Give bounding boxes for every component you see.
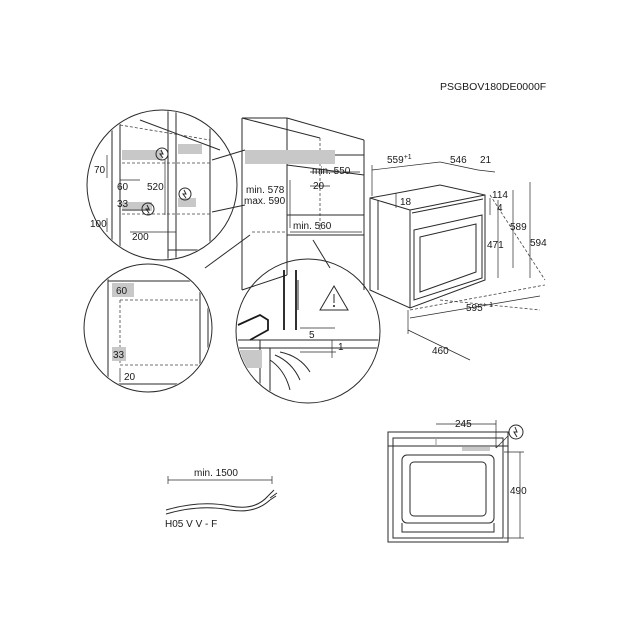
dim-70: 70 bbox=[94, 165, 106, 176]
dim-546: 546 bbox=[450, 155, 467, 166]
detail-circle-top: 70 60 520 33 100 200 bbox=[86, 109, 238, 261]
dim-33: 33 bbox=[117, 199, 129, 210]
dim-594: 594 bbox=[530, 238, 547, 249]
power-plug-icon bbox=[155, 147, 169, 161]
dim-460: 460 bbox=[432, 346, 449, 357]
dim-595: 595+-1 bbox=[466, 302, 493, 314]
dim-520: 520 bbox=[147, 182, 164, 193]
dim-589: 589 bbox=[510, 222, 527, 233]
dim-33-left: 33 bbox=[113, 350, 125, 361]
oven-front-view bbox=[387, 420, 524, 543]
cable-type: H05 V V - F bbox=[165, 519, 217, 530]
cable-drawing bbox=[165, 476, 278, 515]
dim-max-590: max. 590 bbox=[244, 196, 286, 207]
dim-471: 471 bbox=[487, 240, 504, 251]
dim-min-560: min. 560 bbox=[293, 221, 332, 232]
dim-245: 245 bbox=[455, 419, 472, 430]
dim-60-left: 60 bbox=[116, 286, 128, 297]
dim-114: 114 bbox=[492, 190, 508, 201]
dim-18: 18 bbox=[400, 197, 412, 208]
dim-21: 21 bbox=[480, 155, 492, 166]
dim-1-section: 1 bbox=[338, 342, 344, 353]
dim-20-niche: 20 bbox=[313, 181, 325, 192]
dim-60: 60 bbox=[117, 182, 129, 193]
detail-circle-left: 60 33 20 bbox=[83, 263, 213, 393]
dim-min-578: min. 578 bbox=[246, 185, 285, 196]
dim-5-section: 5 bbox=[309, 330, 315, 341]
oven-isometric bbox=[369, 161, 546, 361]
dim-559: 559+1 bbox=[387, 154, 412, 166]
dim-20-left: 20 bbox=[124, 372, 136, 383]
product-code: PSGBOV180DE0000F bbox=[440, 81, 546, 93]
power-plug-icon bbox=[495, 424, 524, 449]
cable-length: min. 1500 bbox=[194, 468, 238, 479]
cabinet-niche bbox=[241, 117, 365, 291]
power-plug-icon bbox=[178, 187, 192, 201]
dim-4: 4 bbox=[497, 203, 503, 214]
dim-490: 490 bbox=[510, 486, 527, 497]
dim-100: 100 bbox=[90, 219, 107, 230]
detail-circle-section: 5 1 bbox=[235, 258, 381, 404]
dim-200: 200 bbox=[132, 232, 149, 243]
power-plug-icon bbox=[141, 202, 155, 216]
warning-triangle-icon bbox=[319, 285, 349, 311]
dim-min-550: min. 550 bbox=[312, 166, 351, 177]
